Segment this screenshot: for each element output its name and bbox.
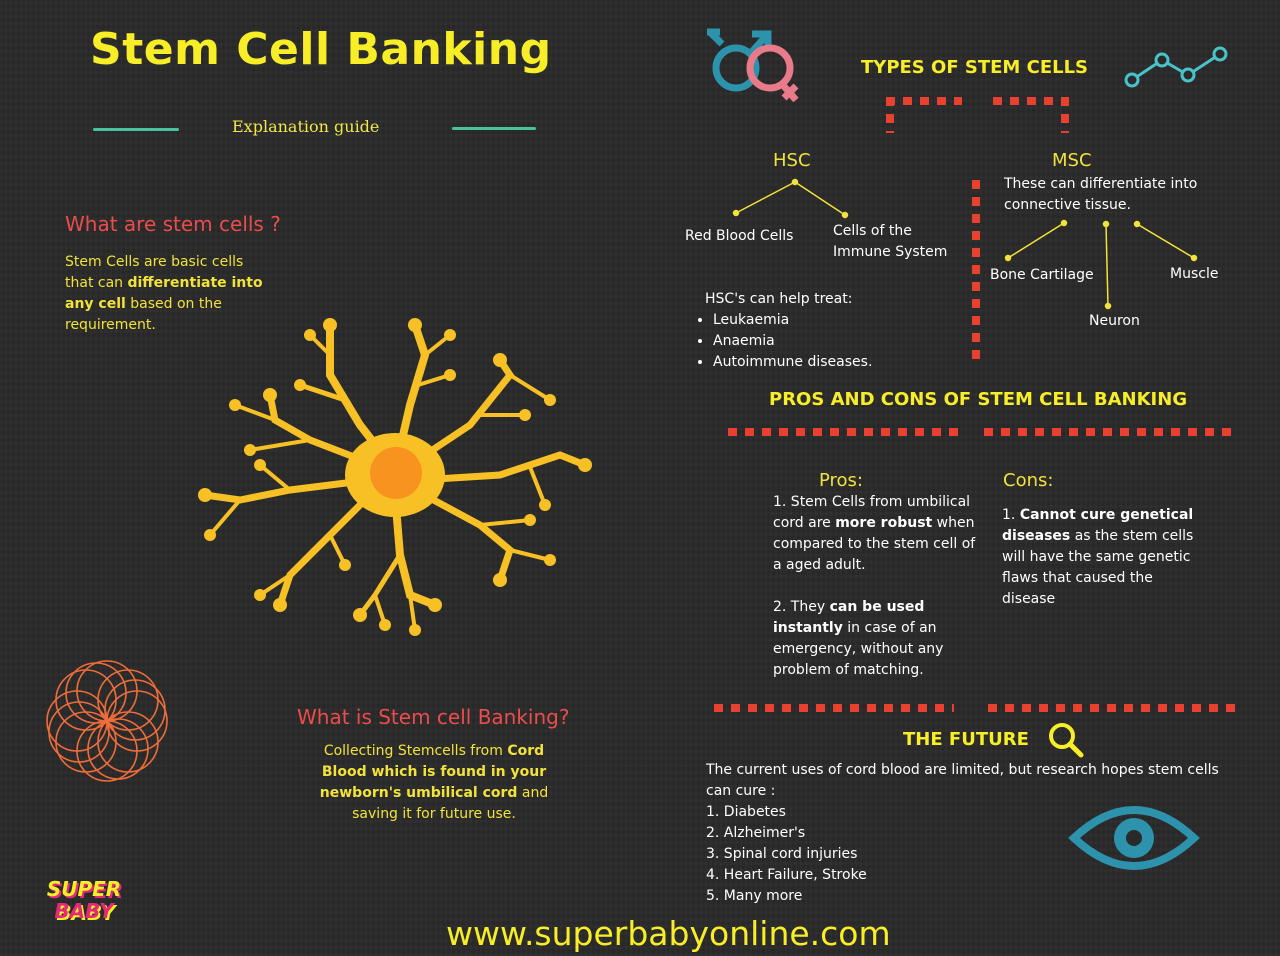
spirograph-icon [46, 660, 168, 782]
future-text: The current uses of cord blood are limit… [706, 760, 1266, 907]
types-bracket-left-leg [886, 97, 894, 133]
text-line: 1. Stem Cells from umbilical [773, 494, 971, 510]
text-line: a aged adult. [773, 557, 866, 573]
line-graph-icon [1124, 46, 1228, 88]
msc-label: MSC [1052, 150, 1092, 171]
page-title: Stem Cell Banking [90, 24, 552, 75]
text-line: disease [1002, 591, 1056, 607]
text-line: newborn's umbilical cord and [319, 785, 549, 801]
text-line: These can differentiate into [1004, 176, 1198, 192]
text-line: requirement. [65, 317, 156, 333]
page-subtitle: Explanation guide [232, 117, 380, 136]
list-item: 4. Heart Failure, Stroke [706, 867, 867, 883]
hsc-child-red-blood-cells: Red Blood Cells [685, 228, 794, 244]
future-heading: THE FUTURE [903, 729, 1029, 750]
text-line: 2. They can be used [773, 599, 925, 615]
eye-icon [1068, 806, 1200, 870]
logo-text-baby: BABY [54, 899, 114, 923]
what-are-stem-cells-heading: What are stem cells ? [65, 212, 281, 236]
pros-text: 1. Stem Cells from umbilical cord are mo… [773, 492, 998, 681]
hsc-treat-heading: HSC's can help treat: [705, 291, 853, 307]
msc-child-muscle: Muscle [1170, 266, 1219, 282]
cons-text: 1. Cannot cure genetical diseases as the… [1002, 505, 1222, 610]
text-line: connective tissue. [1004, 197, 1131, 213]
hsc-child-immune-cells: Cells of the Immune System [833, 221, 947, 263]
magnifier-icon [1049, 723, 1084, 758]
text-line: will have the same genetic [1002, 549, 1191, 565]
logo-text-super: SUPER [46, 877, 122, 901]
list-item: 2. Alzheimer's [706, 825, 806, 841]
text-line: cord are more robust when [773, 515, 975, 531]
types-bracket-left [886, 97, 962, 105]
text-line: The current uses of cord blood are limit… [706, 762, 1219, 778]
what-are-stem-cells-text: Stem Cells are basic cells that can diff… [65, 252, 305, 336]
text-line: saving it for future use. [352, 806, 516, 822]
hsc-tree-lines [732, 178, 849, 219]
pros-label: Pros: [819, 470, 863, 491]
types-bracket-right-leg [1061, 97, 1069, 133]
types-bracket-right [993, 97, 1069, 105]
text-line: any cell based on the [65, 296, 222, 312]
gender-symbols-icon [707, 28, 799, 103]
future-divider-right [988, 704, 1238, 712]
msc-description: These can differentiate into connective … [1004, 174, 1197, 216]
text-line: compared to the stem cell of [773, 536, 976, 552]
stem-cell-banking-text: Collecting Stemcells from Cord Blood whi… [300, 741, 568, 825]
msc-divider [972, 180, 980, 360]
pros-cons-divider-left [728, 428, 962, 436]
nerve-cell-icon [198, 318, 592, 636]
super-baby-logo: SUPER BABY [34, 878, 134, 940]
text-line: can cure : [706, 783, 776, 799]
text-line: problem of matching. [773, 662, 924, 678]
text-line: 1. Cannot cure genetical [1002, 507, 1194, 523]
cons-label: Cons: [1003, 470, 1054, 491]
msc-tree-lines [1004, 219, 1198, 310]
list-item: Autoimmune diseases. [713, 352, 872, 373]
stem-cell-banking-heading: What is Stem cell Banking? [297, 705, 570, 729]
text-line: Immune System [833, 244, 948, 260]
text-line: flaws that caused the [1002, 570, 1153, 586]
text-line: Cells of the [833, 223, 912, 239]
text-line: Collecting Stemcells from Cord [323, 743, 545, 759]
list-item: 1. Diabetes [706, 804, 786, 820]
types-heading: TYPES OF STEM CELLS [861, 57, 1089, 78]
pros-cons-divider-right [984, 428, 1234, 436]
text-line: Blood which is found in your [321, 764, 547, 780]
text-line: Stem Cells are basic cells [65, 254, 244, 270]
text-line: diseases as the stem cells [1002, 528, 1194, 544]
website-url[interactable]: www.superbabyonline.com [446, 914, 891, 953]
decorative-line-left [93, 128, 179, 131]
list-item: 3. Spinal cord injuries [706, 846, 858, 862]
list-item: Leukaemia [713, 310, 872, 331]
msc-child-neuron: Neuron [1089, 313, 1140, 329]
pros-cons-heading: PROS AND CONS OF STEM CELL BANKING [769, 389, 1188, 410]
text-line: emergency, without any [773, 641, 944, 657]
text-line: that can differentiate into [65, 275, 263, 291]
hsc-treat-list: HSC's can help treat: Leukaemia Anaemia … [697, 289, 872, 373]
decorative-line-right [452, 127, 536, 130]
list-item: 5. Many more [706, 888, 803, 904]
future-divider-left [714, 704, 954, 712]
list-item: Anaemia [713, 331, 872, 352]
text-line: instantly in case of an [773, 620, 937, 636]
hsc-label: HSC [773, 150, 811, 171]
msc-child-bone-cartilage: Bone Cartilage [990, 267, 1094, 283]
